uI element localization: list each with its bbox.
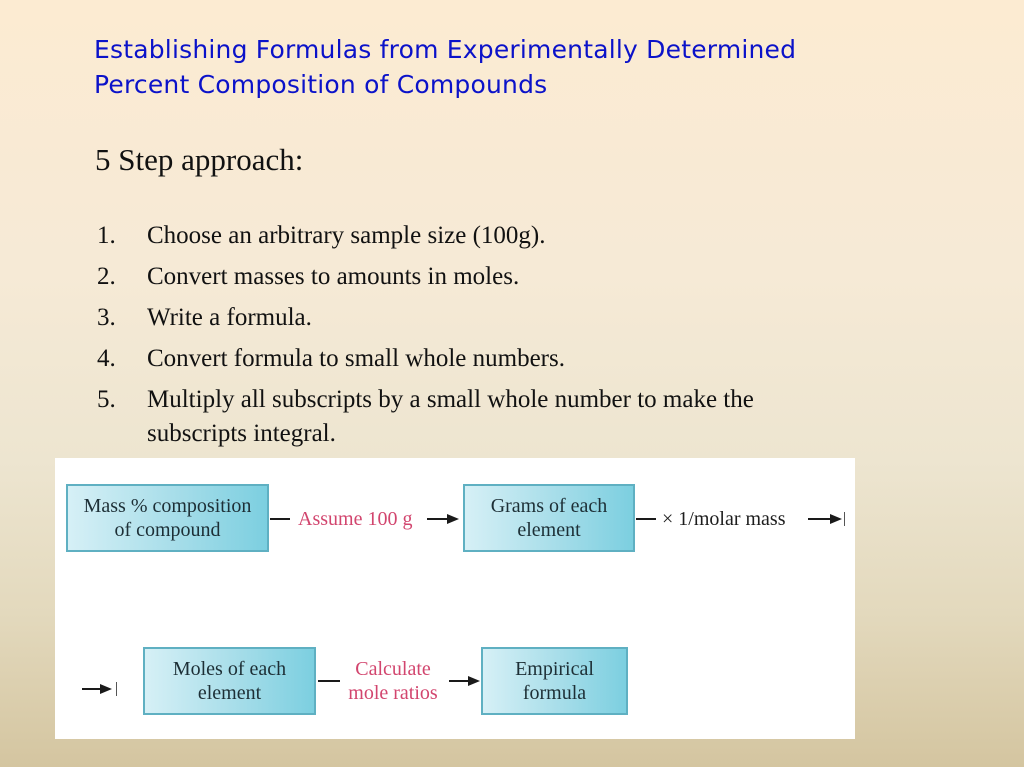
- label-line-1: Calculate: [355, 658, 431, 680]
- box-label-line-2: element: [197, 682, 262, 704]
- box-label-line-2: element: [517, 519, 581, 541]
- box-label-line-1: Mass % composition: [83, 495, 252, 517]
- step-item: 2. Convert masses to amounts in moles.: [97, 260, 857, 294]
- connector-line: [270, 518, 290, 520]
- step-text: Write a formula.: [147, 304, 312, 331]
- box-label-line-1: Grams of each: [490, 495, 608, 517]
- step-text: Convert masses to amounts in moles.: [147, 263, 520, 290]
- label-assume-100g: Assume 100 g: [298, 508, 413, 530]
- step-number: 2.: [97, 263, 116, 290]
- box-label-line-1: Moles of each: [172, 658, 287, 680]
- step-item: 5. Multiply all subscripts by a small who…: [97, 383, 857, 451]
- arrow-right-icon: [830, 514, 842, 524]
- step-item: 3. Write a formula.: [97, 301, 857, 335]
- continuation-bar: [116, 682, 117, 696]
- slide-title-line-2: Percent Composition of Compounds: [94, 70, 548, 99]
- step-number: 4.: [97, 345, 116, 372]
- label-times-inverse-molar-mass: × 1/molar mass: [662, 508, 786, 530]
- step-item: 4. Convert formula to small whole numbers…: [97, 342, 857, 376]
- connector-line: [427, 518, 447, 520]
- arrow-right-icon: [468, 676, 480, 686]
- slide-title: Establishing Formulas from Experimentall…: [94, 32, 796, 102]
- box-label-line-2: formula: [522, 682, 587, 704]
- connector-line: [808, 518, 830, 520]
- step-text: Convert formula to small whole numbers.: [147, 345, 565, 372]
- slide-title-line-1: Establishing Formulas from Experimentall…: [94, 35, 797, 64]
- continuation-bar: [844, 512, 845, 526]
- box-label-line-1: Empirical: [515, 658, 594, 680]
- step-text: Choose an arbitrary sample size (100g).: [147, 222, 546, 249]
- step-number: 3.: [97, 304, 116, 331]
- arrow-right-icon: [100, 684, 112, 694]
- step-number: 1.: [97, 222, 116, 249]
- label-line-2: mole ratios: [348, 682, 438, 704]
- box-label-line-2: of compound: [114, 519, 221, 541]
- slide-subtitle: 5 Step approach:: [95, 142, 304, 177]
- connector-line: [636, 518, 656, 520]
- connector-line: [82, 688, 102, 690]
- step-number: 5.: [97, 386, 116, 413]
- connector-line: [449, 680, 469, 682]
- step-text: Multiply all subscripts by a small whole…: [147, 386, 754, 447]
- connector-line: [318, 680, 340, 682]
- label-calculate-mole-ratios: Calculate mole ratios: [345, 657, 441, 705]
- steps-list: 1. Choose an arbitrary sample size (100g)…: [97, 219, 857, 458]
- step-item: 1. Choose an arbitrary sample size (100g)…: [97, 219, 857, 253]
- arrow-right-icon: [447, 514, 459, 524]
